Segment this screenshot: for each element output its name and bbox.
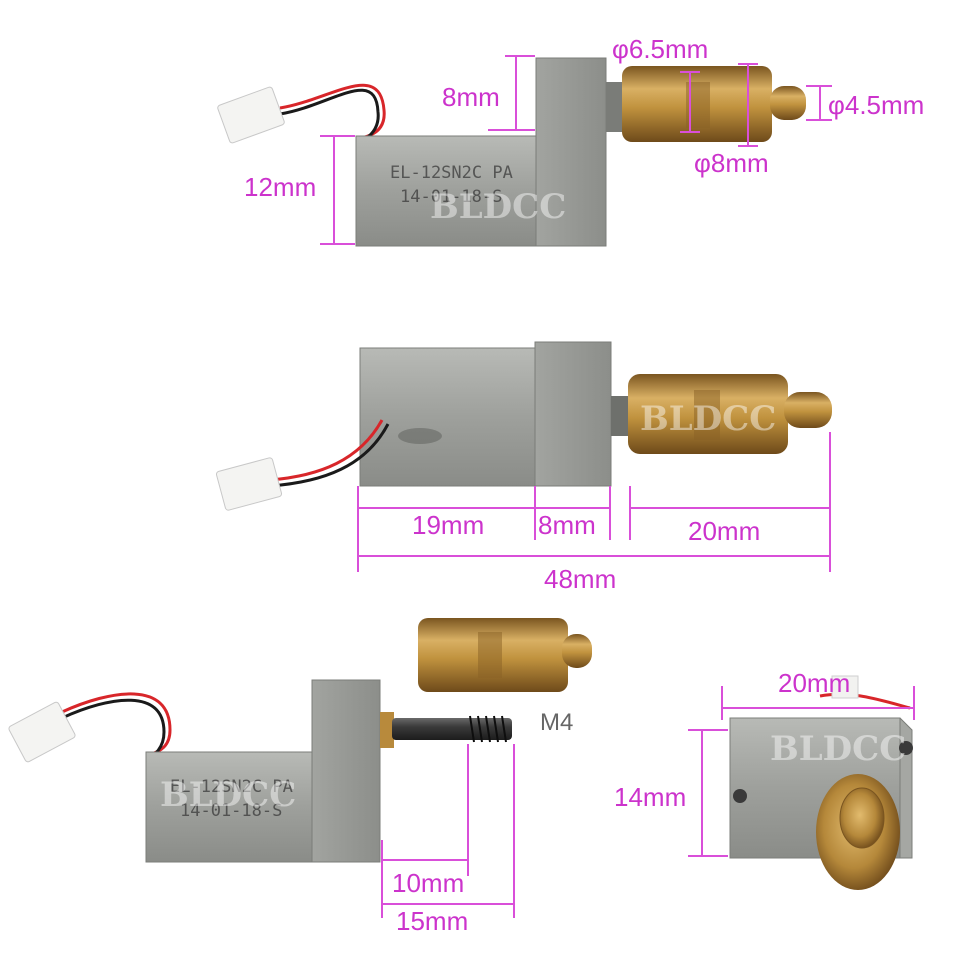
label-m4: M4 (540, 709, 573, 736)
body-marking-1: EL-12SN2C PA (170, 777, 293, 797)
label-19mm: 19mm (412, 510, 484, 540)
black-wire (61, 698, 166, 760)
label-d8mm: φ8mm (694, 148, 769, 178)
bottom-right-end-view: BLDCC 20mm 14mm (614, 668, 915, 890)
label-12mm: 12mm (244, 172, 316, 202)
body-marking-1: EL-12SN2C PA (390, 163, 513, 183)
connector-plug (215, 457, 283, 511)
body-marking-2: 14-01-18-S (180, 801, 282, 821)
threaded-shaft (392, 718, 512, 740)
label-10mm: 10mm (392, 868, 464, 898)
plunger-tip (770, 86, 806, 120)
middle-solenoid: BLDCC 19mm 8mm 20mm 48mm (215, 341, 832, 594)
loose-plunger-tip (562, 634, 592, 668)
label-14mm: 14mm (614, 782, 686, 812)
watermark: BLDCC (640, 399, 776, 439)
solenoid-head (534, 341, 612, 487)
red-wire (819, 692, 911, 710)
mount-screw-left (733, 789, 747, 803)
label-8mm: 8mm (442, 82, 500, 112)
label-d6-5mm: φ6.5mm (612, 34, 708, 64)
top-solenoid: EL-12SN2C PA 14-01-18-S BLDCC φ6.5mm 8mm… (217, 34, 924, 247)
watermark: BLDCC (160, 775, 296, 815)
watermark: BLDCC (430, 187, 566, 227)
solenoid-collar (611, 396, 631, 436)
black-wire (269, 423, 390, 488)
watermark: BLDCC (770, 729, 906, 769)
solenoid-body (359, 347, 536, 487)
label-d4-5mm: φ4.5mm (828, 90, 924, 120)
label-15mm: 15mm (396, 906, 468, 936)
red-wire (269, 419, 384, 482)
solenoid-collar (606, 82, 624, 132)
mount-screw-right (899, 741, 913, 755)
label-48mm: 48mm (544, 564, 616, 594)
solenoid-head (311, 679, 381, 863)
red-wire (61, 692, 172, 756)
body-marking-2: 14-01-18-S (400, 187, 502, 207)
label-20mm: 20mm (688, 516, 760, 546)
connector-plug (831, 675, 859, 699)
solenoid-head (535, 57, 607, 247)
label-20mm: 20mm (778, 668, 850, 698)
plunger-tip (784, 392, 832, 428)
plunger-groove (694, 390, 720, 440)
red-wire (279, 83, 386, 140)
label-8mm: 8mm (538, 510, 596, 540)
plunger-tip-face (839, 787, 885, 849)
connector-plug (8, 701, 76, 763)
bottom-left-solenoid: EL-12SN2C PA 14-01-18-S BLDCC M4 10mm 15… (8, 618, 592, 936)
thread-ridges (469, 715, 507, 743)
brass-bushing (380, 712, 394, 748)
connector-plug (217, 86, 285, 144)
black-wire (279, 88, 380, 144)
